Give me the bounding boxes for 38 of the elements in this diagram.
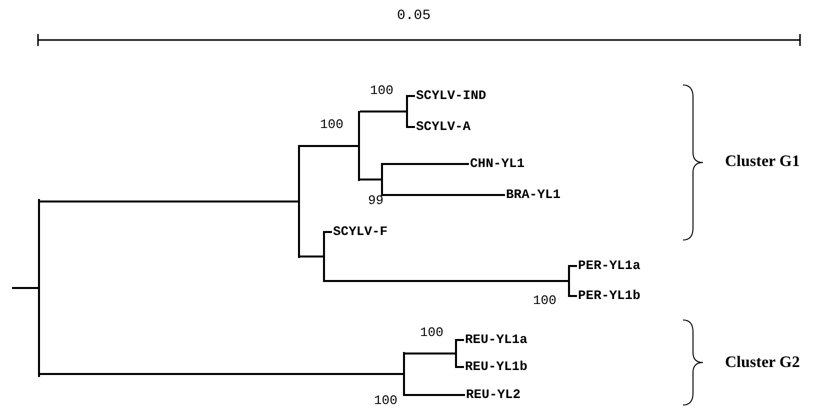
branch-line (570, 295, 577, 297)
branch-line (360, 178, 381, 180)
taxon-label: PER-YL1a (578, 258, 640, 273)
branch-line (300, 256, 323, 258)
branch-line (457, 339, 464, 341)
branch-line (383, 163, 469, 165)
bootstrap-value: 99 (368, 193, 384, 208)
bootstrap-value: 100 (420, 325, 444, 340)
bootstrap-value: 100 (320, 117, 344, 132)
branch-line (12, 287, 38, 289)
taxon-label: PER-YL1b (578, 288, 640, 303)
branch-line (570, 265, 577, 267)
branch-line (457, 366, 464, 368)
taxon-label: REU-YL2 (466, 387, 521, 402)
bootstrap-value: 100 (374, 393, 398, 408)
taxon-label: SCYLV-IND (416, 88, 486, 103)
branch-line (325, 280, 568, 282)
branch-line (40, 200, 298, 202)
branch-line (40, 373, 403, 375)
taxon-label: REU-YL1a (465, 332, 528, 347)
branch-line (405, 394, 465, 396)
taxon-label: BRA-YL1 (506, 187, 561, 202)
branch-line (405, 352, 455, 354)
branch-line (325, 231, 332, 233)
taxon-label: SCYLV-F (333, 224, 388, 239)
cluster-label: Cluster G1 (725, 153, 800, 171)
branch-line (300, 145, 358, 147)
cluster-label: Cluster G2 (725, 354, 800, 372)
branch-line (408, 126, 415, 128)
branch-line (360, 110, 406, 112)
taxon-label: CHN-YL1 (470, 156, 525, 171)
branch-line (408, 95, 415, 97)
branch-line (383, 194, 505, 196)
scale-value: 0.05 (397, 8, 431, 24)
bootstrap-value: 100 (533, 293, 556, 308)
taxon-label: REU-YL1b (465, 359, 528, 374)
taxon-label: SCYLV-A (416, 119, 471, 134)
bootstrap-value: 100 (370, 83, 394, 98)
